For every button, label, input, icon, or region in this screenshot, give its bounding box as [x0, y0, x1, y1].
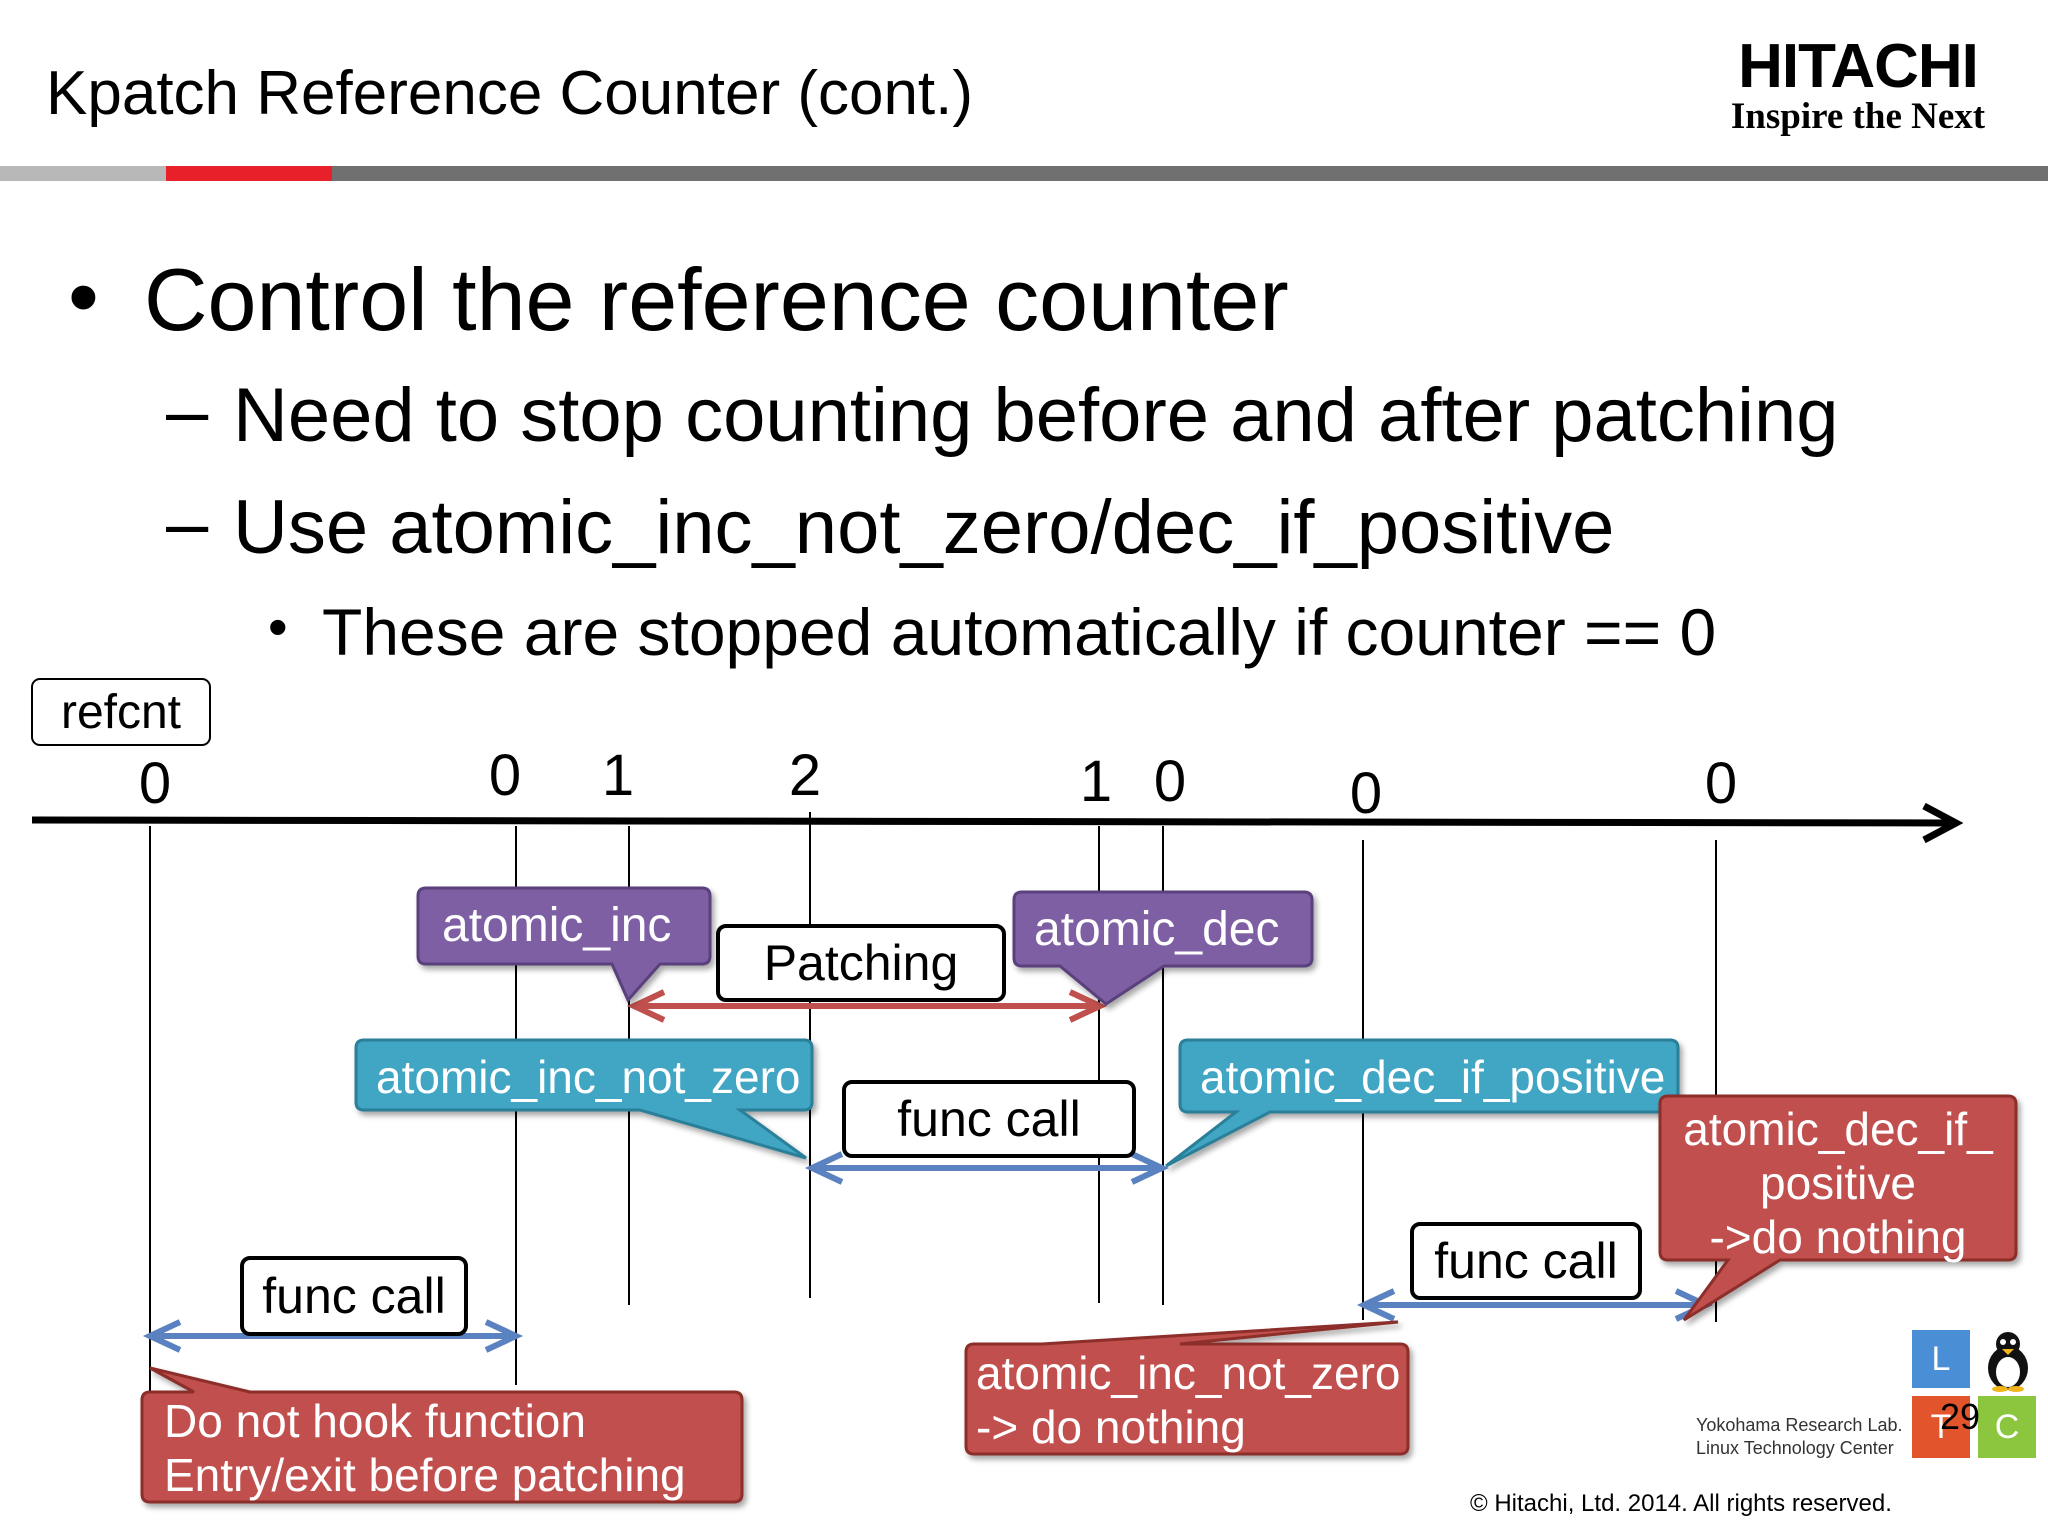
time-axis-arrowhead	[1922, 802, 1964, 844]
refcnt-value: 1	[1079, 749, 1113, 814]
slide-title: Kpatch Reference Counter (cont.)	[46, 59, 974, 128]
copyright: © Hitachi, Ltd. 2014. All rights reserve…	[1470, 1490, 1892, 1517]
bullet-dot: •	[68, 247, 99, 346]
callout-line: Do not hook function	[164, 1395, 586, 1447]
logo-tagline: Inspire the Next	[1730, 96, 1986, 137]
logo-brand: HITACHI	[1738, 32, 1979, 101]
bullet-2b: Use atomic_inc_not_zero/dec_if_positive	[233, 485, 1615, 570]
dec-if-positive-nothing-callout-shape	[1658, 1094, 2018, 1322]
inc-not-zero-nothing-label: atomic_inc_not_zero -> do nothing	[976, 1346, 1400, 1454]
footer-lab-line: Linux Technology Center	[1696, 1437, 1894, 1458]
no-hook-callout-shape	[140, 1366, 744, 1504]
callout-line: Entry/exit before patching	[164, 1449, 686, 1501]
bullet-3: These are stopped automatically if count…	[322, 595, 1717, 669]
atomic-dec-label: atomic_dec	[1034, 903, 1280, 956]
callout-line: ->do nothing	[1709, 1211, 1967, 1263]
footer-lab-line: Yokohama Research Lab.	[1696, 1415, 1903, 1435]
header-rule	[332, 166, 2048, 181]
callout-line: positive	[1760, 1157, 1916, 1209]
refcnt-value: 0	[1349, 761, 1383, 826]
page-number: 29	[1940, 1396, 1981, 1437]
time-axis	[31, 816, 1951, 827]
no-hook-label: Do not hook function Entry/exit before p…	[164, 1394, 686, 1502]
callout-line: atomic_dec_if_	[1683, 1103, 1993, 1155]
refcnt-value: 0	[1704, 751, 1738, 816]
func-call-span-arrow-middle	[804, 1151, 1170, 1185]
refcnt-value: 0	[488, 743, 522, 808]
callout-line: -> do nothing	[976, 1401, 1246, 1453]
dec-if-positive-callout-shape	[1165, 1038, 1680, 1168]
inc-not-zero-label: atomic_inc_not_zero	[376, 1051, 801, 1103]
callout-line: atomic_inc_not_zero	[976, 1347, 1401, 1399]
inc-not-zero-callout-shape	[354, 1038, 814, 1160]
ltc-logo-c: C	[1978, 1396, 2036, 1458]
refcnt-value: 0	[1153, 749, 1187, 814]
penguin-icon	[1988, 1332, 2028, 1392]
dash-bullet: –	[166, 369, 209, 454]
patching-span-arrow	[626, 989, 1108, 1023]
patching-label: Patching	[716, 924, 1006, 1002]
bullet-2a: Need to stop counting before and after p…	[233, 373, 1839, 458]
func-call-label-right: func call	[1410, 1222, 1642, 1300]
atomic-dec-callout-shape	[1012, 890, 1314, 1006]
ltc-logo-l: L	[1912, 1330, 1970, 1388]
header-rule-accent	[166, 166, 332, 181]
refcnt-value: 2	[788, 743, 822, 808]
bullet-1: Control the reference counter	[144, 250, 1289, 349]
footer-lab-name: Yokohama Research Lab. Linux Technology …	[1696, 1414, 1902, 1459]
atomic-inc-callout-shape	[416, 886, 712, 1003]
dec-if-positive-nothing-label: atomic_dec_if_ positive ->do nothing	[1660, 1102, 2016, 1264]
refcnt-value: 1	[601, 743, 635, 808]
dec-if-positive-label: atomic_dec_if_positive	[1200, 1051, 1666, 1103]
hitachi-logo: HITACHI Inspire the Next	[1708, 36, 2008, 137]
func-call-label-left: func call	[240, 1256, 468, 1336]
func-call-span-arrow-left	[142, 1319, 524, 1353]
refcnt-label: refcnt	[31, 678, 211, 746]
header-rule-left	[0, 166, 166, 181]
inc-not-zero-nothing-callout-shape	[964, 1320, 1410, 1456]
ltc-logo-t: T	[1912, 1396, 1970, 1458]
dash-bullet: –	[166, 481, 209, 566]
refcnt-value: 0	[138, 751, 172, 816]
func-call-label-middle: func call	[842, 1080, 1136, 1158]
atomic-inc-label: atomic_inc	[442, 899, 672, 952]
bullet-dot-small: •	[268, 595, 288, 658]
